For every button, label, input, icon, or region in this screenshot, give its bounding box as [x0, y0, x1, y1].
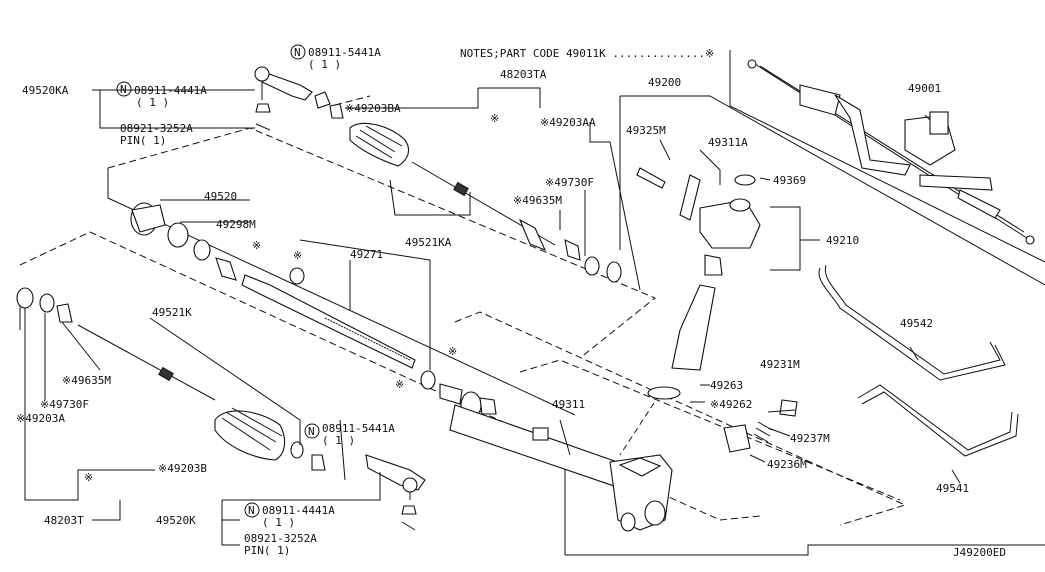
label-49262: ※49262 [710, 398, 752, 411]
label-49271: 49271 [350, 248, 383, 261]
label-49001: 49001 [908, 82, 941, 95]
inner-socket-bottom [16, 287, 304, 461]
pinion-group [636, 167, 761, 400]
label-49298M: 49298M [216, 218, 256, 231]
nut-markers: N N N N [116, 44, 320, 518]
ref-mark-5: ※ [395, 378, 404, 391]
label-49521K: 49521K [152, 306, 192, 319]
label-49203BA: ※49203BA [345, 102, 401, 115]
label-qty-c: ( 1 ) [322, 434, 355, 447]
label-49635M-top: ※49635M [513, 194, 562, 207]
notes-text: NOTES;PART CODE 49011K ..............※ [460, 47, 714, 60]
ref-mark-6: ※ [84, 471, 93, 484]
label-49325M: 49325M [626, 124, 666, 137]
label-08921-3252A-bottom: 08921-3252A [244, 532, 317, 545]
label-08911-5441A-top: 08911-5441A [308, 46, 381, 59]
tie-rod-end-top [254, 66, 344, 131]
nut-marker-2: N [294, 46, 301, 59]
label-49520: 49520 [204, 190, 237, 203]
label-49263: 49263 [710, 379, 743, 392]
label-49203B: ※49203B [158, 462, 207, 475]
label-qty-a: ( 1 ) [136, 96, 169, 109]
label-pin-top: PIN( 1) [120, 134, 166, 147]
nut-marker-1: N [120, 83, 127, 96]
label-49231M: 49231M [760, 358, 800, 371]
ref-mark-4: ※ [448, 345, 457, 358]
label-49311: 49311 [552, 398, 585, 411]
inner-socket-top [411, 161, 622, 283]
nut-marker-3: N [308, 425, 315, 438]
label-49203AA: ※49203AA [540, 116, 596, 129]
label-49541: 49541 [936, 482, 969, 495]
boot-top [349, 122, 410, 167]
leader-lines [24, 87, 961, 546]
label-49542: 49542 [900, 317, 933, 330]
diagram-code: J49200ED [953, 546, 1006, 559]
label-qty-b: ( 1 ) [308, 58, 341, 71]
rack-housing-49311 [449, 404, 673, 532]
label-49236M: 49236M [767, 458, 807, 471]
pipes [818, 264, 1019, 457]
reference-marks: ※ ※ ※ ※ ※ ※ [84, 112, 499, 484]
yoke-parts [723, 399, 798, 453]
label-48203T: 48203T [44, 514, 84, 527]
label-49730F-top: ※49730F [545, 176, 594, 189]
label-08911-4441A-top: 08911-4441A [134, 84, 207, 97]
rack-group [130, 202, 497, 419]
label-08921-3252A-top: 08921-3252A [120, 122, 193, 135]
label-49521KA: 49521KA [405, 236, 452, 249]
label-49635M-bottom: ※49635M [62, 374, 111, 387]
part-labels: NOTES;PART CODE 49011K ..............※ J… [16, 46, 1006, 559]
nut-marker-4: N [248, 504, 255, 517]
label-48203TA: 48203TA [500, 68, 547, 81]
label-49203A: ※49203A [16, 412, 65, 425]
label-08911-5441A-bottom: 08911-5441A [322, 422, 395, 435]
label-49311A: 49311A [708, 136, 748, 149]
steering-gear-assembly-49001 [747, 59, 1035, 245]
tie-rod-end-bottom [311, 454, 426, 531]
label-49369: 49369 [773, 174, 806, 187]
ref-mark-2: ※ [252, 239, 261, 252]
label-49200: 49200 [648, 76, 681, 89]
ref-mark-3: ※ [293, 249, 302, 262]
label-qty-d: ( 1 ) [262, 516, 295, 529]
label-49730F-bottom: ※49730F [40, 398, 89, 411]
label-49210: 49210 [826, 234, 859, 247]
label-49520KA: 49520KA [22, 84, 69, 97]
label-49520K: 49520K [156, 514, 196, 527]
ref-mark-1: ※ [490, 112, 499, 125]
label-pin-bottom: PIN( 1) [244, 544, 290, 557]
label-08911-4441A-bottom: 08911-4441A [262, 504, 335, 517]
label-49237M: 49237M [790, 432, 830, 445]
